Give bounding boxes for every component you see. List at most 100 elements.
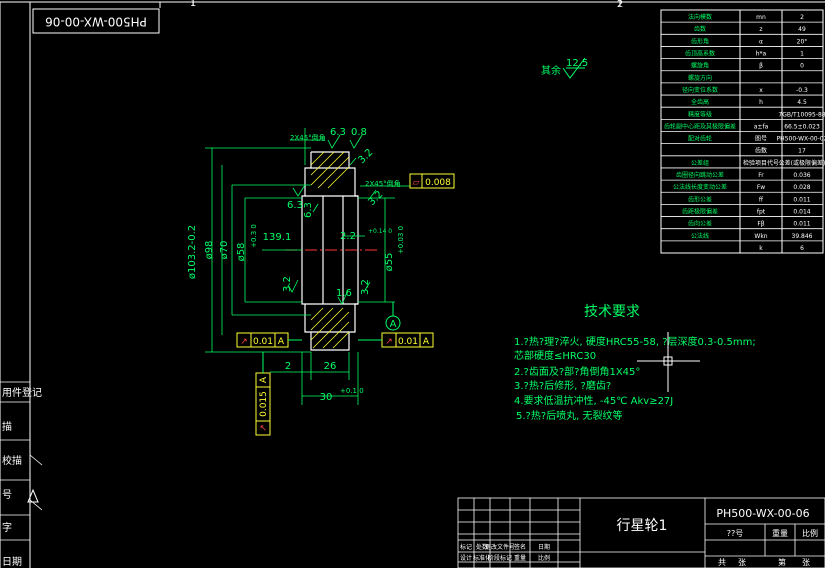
zone-label-2: 2	[617, 0, 623, 10]
left-strip-label-3: 号	[2, 489, 12, 501]
tech-req-title: 技术要求	[584, 304, 640, 320]
roughness-6: 3.2	[366, 189, 385, 208]
param-name-15: 齿形公差	[688, 195, 712, 203]
tol-right-value: 0.01	[398, 337, 418, 347]
dim-chamfer-top: 2X45°倒角	[290, 133, 326, 142]
tb-row2-label-3: 重量	[514, 554, 526, 562]
param-value-7: 4.5	[797, 99, 807, 106]
param-name-1: 齿数	[694, 25, 706, 33]
param-value-19: 6	[800, 245, 804, 252]
tol-left-symbol: ↗	[240, 337, 248, 347]
tb-row2-label-2: 阶段标记	[488, 554, 512, 562]
param-value-11: 17	[798, 148, 806, 155]
tolerance-frame-flatness: ▱ 0.008	[409, 173, 455, 189]
tech-req-line-6: 5.?热?后喷丸, 无裂纹等	[516, 409, 623, 422]
title-part-name: 行星轮1	[617, 518, 668, 534]
datum-a-symbol: A	[385, 302, 401, 331]
param-name-13: 齿圈径向跳动公差	[676, 171, 724, 179]
param-value-12: 公差(或极限偏差)	[779, 159, 825, 167]
left-strip-label-5: 日期	[2, 556, 22, 568]
tech-req-line-5: 4.要求低温抗冲性, -45℃ Akv≥27J	[514, 394, 673, 407]
param-symbol-11: 齿数	[755, 147, 767, 155]
tb-row2-label-0: 设计	[460, 554, 472, 562]
param-value-10: PH500-WX-00-02	[777, 136, 825, 143]
param-name-16: 齿距极限偏差	[682, 207, 718, 215]
param-name-10: 配对齿轮	[688, 135, 712, 143]
dim-58: ø58	[236, 243, 247, 262]
tol-right-symbol: ↗	[385, 337, 393, 347]
title-drawing-number: PH500-WX-00-06	[716, 507, 809, 520]
param-name-17: 齿向公差	[688, 220, 712, 228]
tol-vert-symbol: ↗	[259, 424, 269, 432]
cad-crosshair-cursor[interactable]	[637, 332, 700, 392]
tb-bottom-3: 张	[802, 558, 810, 567]
param-name-0: 法向模数	[688, 13, 712, 21]
param-name-12: 公差组	[691, 159, 709, 167]
param-symbol-17: Fβ	[757, 221, 764, 228]
tb-row-label-0: 标记	[460, 543, 472, 551]
param-name-2: 齿形角	[691, 37, 709, 45]
param-symbol-18: Wkn	[754, 233, 767, 240]
title-block	[457, 497, 825, 568]
left-strip-label-0: 用件登记	[2, 386, 42, 399]
tol-flat-symbol: ▱	[413, 178, 420, 188]
param-name-8: 精度等级	[688, 110, 712, 118]
param-name-5: 螺旋方向	[688, 74, 712, 82]
param-name-4: 螺旋角	[691, 62, 709, 70]
roughness-5: 6.3	[303, 202, 314, 218]
dim-2-2: 2.2	[340, 231, 356, 242]
param-symbol-9: a±fa	[754, 123, 769, 130]
tech-req-line-4: 3.?热?后修形, ?磨齿?	[514, 379, 611, 392]
scroll-arrow-icon[interactable]	[27, 488, 39, 503]
dim-chamfer-right: 2X45°倒角	[365, 179, 401, 188]
tb-bottom-0: 共	[718, 558, 726, 567]
param-value-4: 0	[800, 63, 804, 70]
tech-req-line-3: 2.?齿面及?部?角倒角1X45°	[514, 365, 640, 378]
param-name-3: 齿顶高系数	[685, 50, 715, 58]
dim-width-26: 26	[324, 361, 337, 372]
param-value-6: -0.3	[796, 87, 808, 94]
roughness-1: 6.3	[330, 127, 346, 138]
dim-98: ø98	[204, 241, 215, 260]
param-value-17: 0.011	[793, 221, 810, 228]
param-symbol-14: Fw	[757, 184, 765, 191]
param-value-9: 66.5±0.023	[784, 123, 820, 130]
tb-row-label-1: 处数	[476, 543, 488, 551]
param-symbol-10: 图号	[755, 136, 767, 143]
tb-sub-label-0: ??号	[727, 529, 744, 538]
roughness-7: 1.6	[336, 288, 352, 299]
param-symbol-2: α	[759, 38, 763, 45]
left-strip-label-1: 描	[2, 420, 12, 433]
param-name-7: 全齿高	[691, 98, 709, 106]
param-value-3: 1	[800, 51, 804, 58]
param-name-9: 齿轮副中心距及其极限偏差	[664, 122, 736, 130]
rotated-drawing-number-box: PH500-WX-00-06	[32, 8, 160, 34]
param-value-8: 7GB/T10095-88	[778, 111, 825, 118]
param-value-2: 20°	[797, 38, 808, 45]
other-roughness-value: 12.5	[566, 58, 588, 69]
dim-outer-diameter: ø103.2-0.2	[187, 225, 198, 279]
tol-right-datum: A	[423, 337, 430, 347]
param-symbol-4: β	[759, 63, 763, 70]
tb-row-label-3: 签名	[514, 543, 526, 551]
param-symbol-19: k	[759, 245, 763, 252]
param-value-16: 0.014	[793, 208, 810, 215]
tb-bottom-1: 张	[738, 558, 746, 567]
dim-55-tol: +0.03 0	[397, 226, 405, 254]
left-strip-label-4: 字	[2, 521, 12, 534]
dim-width-30: 30	[320, 392, 333, 403]
dim-70: ø70	[219, 241, 230, 260]
tb-bottom-2: 第	[778, 557, 786, 567]
roughness-2: 0.8	[351, 127, 367, 138]
param-name-14: 公法线长度变动公差	[673, 183, 727, 191]
tol-left-datum: A	[278, 337, 285, 347]
param-symbol-13: Fr	[758, 172, 764, 179]
param-value-1: 49	[798, 26, 806, 33]
dim-139: 139.1	[263, 232, 292, 243]
param-symbol-7: h	[759, 99, 763, 106]
tb-row-label-2: 更改文件号	[485, 543, 515, 551]
tol-vert-value: 0.015	[259, 391, 269, 417]
tb-row2-label-4: 比例	[538, 554, 550, 562]
